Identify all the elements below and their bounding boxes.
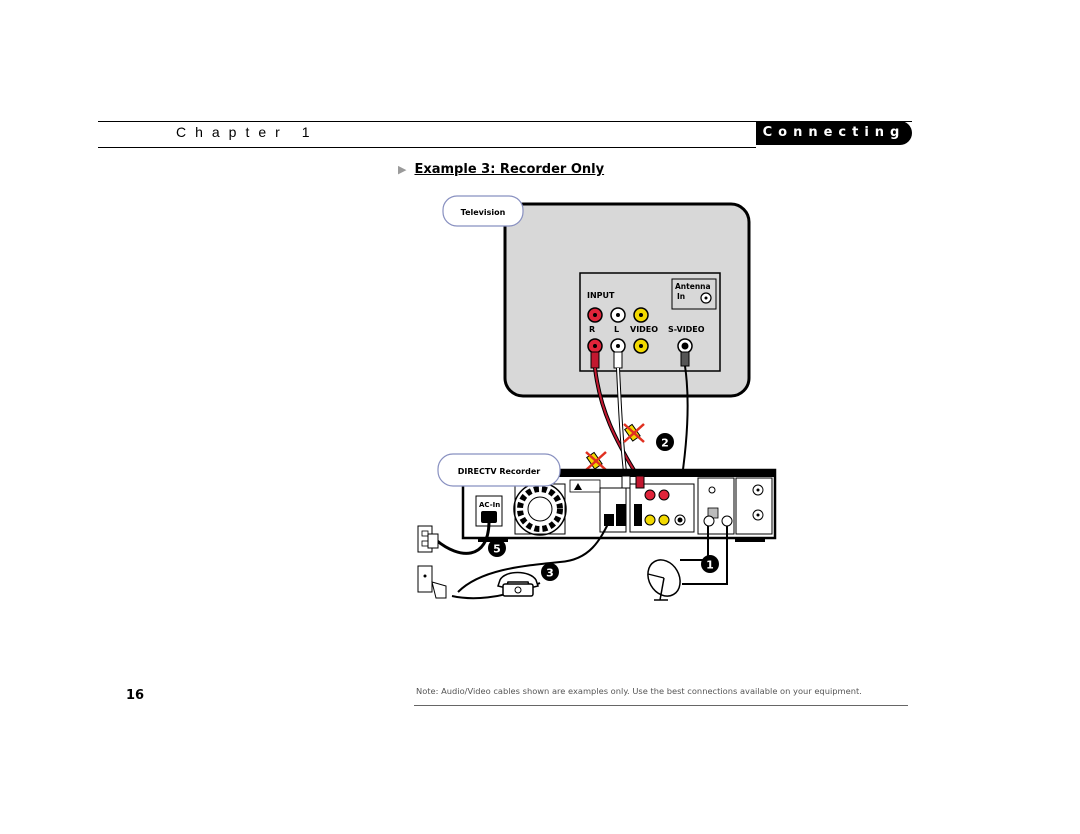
chapter-label: Chapter 1	[176, 124, 319, 140]
callout-2-label: 2	[661, 437, 669, 450]
example-heading-text: Example 3: Recorder Only	[414, 162, 605, 177]
callout-2	[656, 433, 674, 451]
callout-3	[541, 563, 559, 581]
recorder-label: DIRECTV Recorder	[458, 467, 540, 476]
footer-note: Note: Audio/Video cables shown are examp…	[416, 686, 862, 696]
callout-5-label: 5	[493, 543, 501, 556]
satellite-dish-icon	[647, 559, 681, 601]
play-arrow-icon: ▶	[398, 163, 407, 176]
tv-video-label: VIDEO	[630, 325, 658, 334]
callout-5	[488, 539, 506, 557]
power-cable	[435, 522, 491, 555]
tv-antenna-label: Antenna	[675, 282, 711, 291]
television-label-bubble: Television	[442, 195, 524, 227]
recorder-label-bubble: DIRECTV Recorder	[437, 453, 561, 487]
callout-3-label: 3	[546, 567, 554, 580]
callout-1	[701, 555, 719, 573]
tv-antenna-in-label: In	[677, 292, 685, 301]
phone-wall-jack	[417, 565, 447, 599]
television-label: Television	[461, 208, 506, 217]
header-bottom-rule	[98, 147, 756, 148]
tv-input-label: INPUT	[587, 291, 615, 300]
unused-video-plug-top	[623, 423, 645, 443]
tv-svideo-label: S-VIDEO	[668, 325, 705, 334]
recorder-ac-in-label: AC-In	[479, 501, 500, 509]
tv-l-label: L	[614, 325, 619, 334]
footer-rule	[414, 705, 908, 706]
unused-video-plug-bottom	[585, 451, 607, 471]
recorder-fan-grille	[513, 482, 567, 536]
phone-cable	[457, 519, 611, 593]
telephone-icon	[497, 571, 539, 597]
tv-r-label: R	[589, 325, 595, 334]
page-number: 16	[126, 688, 145, 703]
example-heading: ▶ Example 3: Recorder Only	[398, 162, 604, 177]
section-title: Connecting	[756, 121, 912, 145]
callout-1-label: 1	[706, 559, 714, 572]
satellite-cable-2	[682, 526, 728, 585]
header-top-rule	[98, 121, 912, 122]
wall-outlet	[417, 525, 439, 553]
